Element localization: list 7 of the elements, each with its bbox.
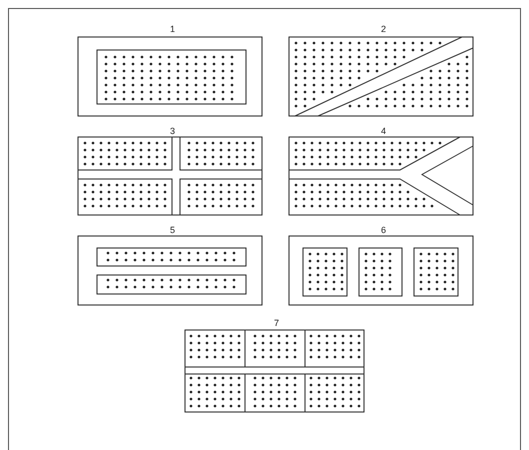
panel-number: 4 [381, 126, 386, 136]
panel-number: 3 [170, 126, 176, 136]
panel-number: 2 [381, 24, 386, 34]
panel-number: 1 [170, 24, 176, 34]
panel-number: 5 [170, 225, 176, 235]
panel-number: 7 [274, 318, 280, 328]
panel-number: 6 [381, 225, 386, 235]
